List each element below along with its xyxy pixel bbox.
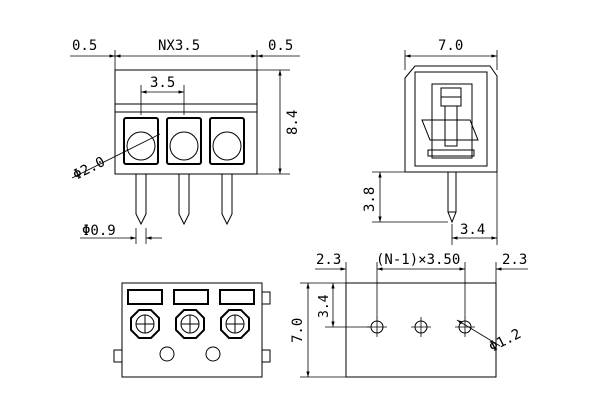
pcb-dim-pitch-formula: (N-1)×3.50 <box>376 252 460 268</box>
side-dim-width: 7.0 <box>438 38 463 54</box>
top-body <box>121 282 263 378</box>
side-screw <box>440 87 462 147</box>
front-wire-holes <box>123 117 245 165</box>
pcb-dim-height: 7.0 <box>290 318 306 343</box>
side-view: 7.0 3.8 3.4 <box>362 38 498 245</box>
side-dim-pin-length: 3.8 <box>362 187 378 212</box>
pcb-layout: 2.3 (N-1)×3.50 2.3 3.4 7.0 Φ1.2 <box>290 252 528 378</box>
top-screws <box>130 309 250 339</box>
side-pin <box>447 171 457 213</box>
front-body <box>114 69 258 175</box>
pcb-dim-hole-dia: Φ1.2 <box>487 326 524 356</box>
top-view <box>113 282 271 378</box>
pcb-holes <box>367 317 475 337</box>
pcb-dim-row-offset: 3.4 <box>317 294 332 318</box>
front-dim-hole-dia: Φ2.0 <box>71 154 108 184</box>
front-dim-pin-dia: Φ0.9 <box>82 223 116 239</box>
front-dim-edge-left: 0.5 <box>72 38 97 54</box>
side-dim-pin-offset: 3.4 <box>460 222 485 238</box>
front-view: 0.5 NX3.5 0.5 3.5 8.4 Φ2.0 Φ0.9 <box>70 38 301 244</box>
front-dim-pitch-total: NX3.5 <box>158 38 200 54</box>
front-dim-edge-right: 0.5 <box>268 38 293 54</box>
pcb-dim-edge-left: 2.3 <box>316 252 341 268</box>
front-pins <box>135 174 233 226</box>
front-dim-pitch: 3.5 <box>150 75 175 91</box>
front-dim-height: 8.4 <box>285 110 301 135</box>
pcb-dim-edge-right: 2.3 <box>502 252 527 268</box>
pcb-outline <box>345 282 497 378</box>
